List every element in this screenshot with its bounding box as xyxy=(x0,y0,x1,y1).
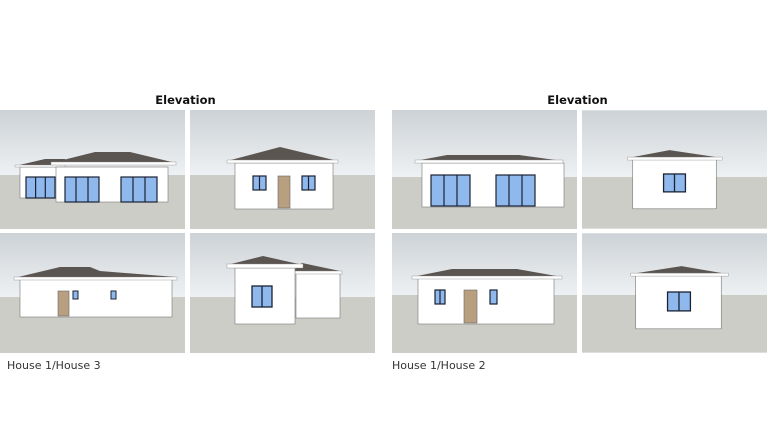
caption-house1-house3: House 1/House 3 xyxy=(7,359,101,372)
elevation-panel-h13-side-b xyxy=(190,233,375,353)
elevation-title-right: Elevation xyxy=(547,93,608,107)
elevation-panel-h13-front xyxy=(0,110,185,229)
elevation-panel-h13-side-a xyxy=(190,110,375,229)
elevation-panel-h12-side-a xyxy=(582,110,767,229)
elevation-panel-h12-rear xyxy=(392,233,577,353)
elevation-panel-h12-side-b xyxy=(582,233,767,353)
caption-house1-house2: House 1/House 2 xyxy=(392,359,486,372)
elevation-panel-h12-front xyxy=(392,110,577,229)
elevation-panel-h13-rear xyxy=(0,233,185,353)
elevation-title-left: Elevation xyxy=(155,93,216,107)
